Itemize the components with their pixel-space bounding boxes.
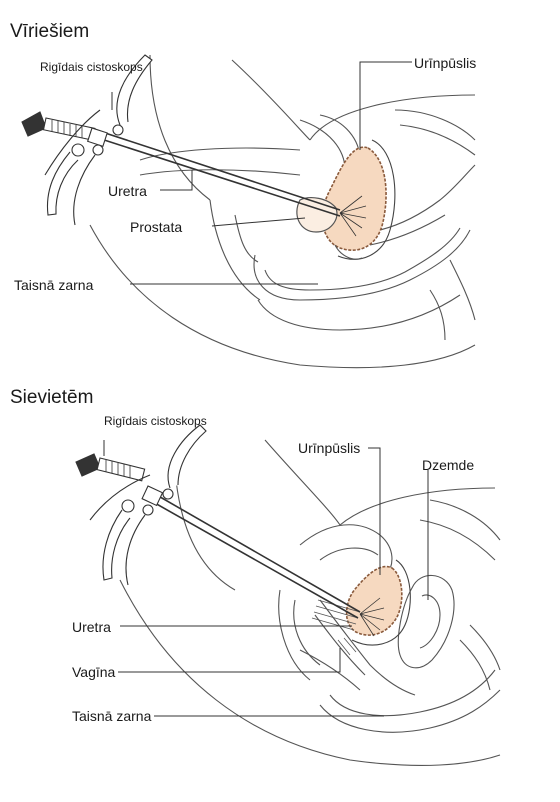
female-leaders [103,440,429,717]
male-rectum-wall [253,229,471,301]
male-title: Vīriešiem [10,21,90,42]
female-cystoscope-label: Rigīdais cistoskops [104,414,207,428]
female-bladder [345,565,403,636]
female-vagina-label: Vagīna [72,664,116,680]
female-uterus [397,574,455,669]
female-uterus-label: Dzemde [422,457,475,473]
male-leaders [111,61,412,285]
female-title: Sievietēm [10,387,94,408]
male-urethra-label: Uretra [108,183,147,199]
female-cystoscope [75,424,385,637]
male-prostate-label: Prostata [130,219,183,235]
female-anatomy [119,439,501,767]
male-bladder-label: Urīnpūslis [414,55,477,71]
female-rectum-label: Taisnā zarna [72,708,152,724]
female-urethra-label: Uretra [72,619,111,635]
female-rectum-wall [329,669,496,717]
male-cystoscope [21,54,367,237]
male-bladder [321,146,387,251]
male-anatomy [89,54,476,369]
female-bladder-label: Urīnpūslis [298,440,361,456]
male-cystoscope-label: Rigīdais cistoskops [40,60,143,74]
male-rectum-label: Taisnā zarna [14,277,94,293]
